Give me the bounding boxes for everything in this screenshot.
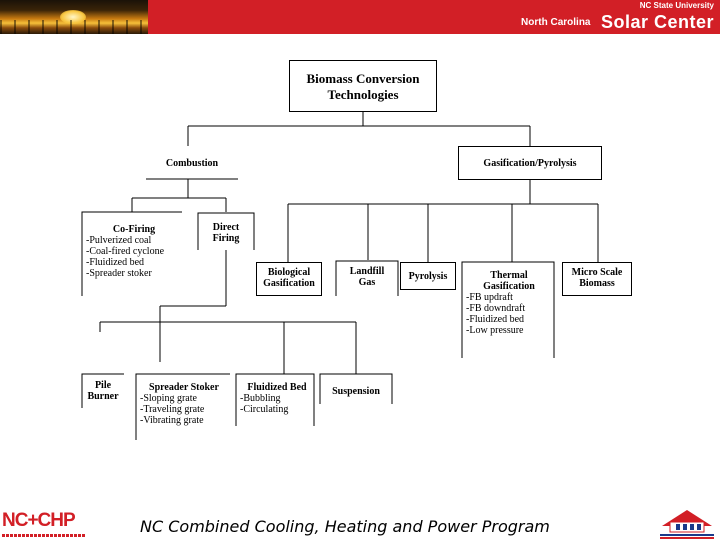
fluidized-bed-item: -Circulating — [240, 404, 314, 415]
landfill-gas-node: Landfill Gas — [336, 266, 398, 288]
combustion-label: Combustion — [146, 158, 238, 169]
root-node: Biomass Conversion Technologies — [289, 60, 437, 112]
pile-burner-node: Pile Burner — [84, 380, 122, 402]
co-firing-item: -Fluidized bed — [86, 257, 182, 268]
gasification-label: Gasification/Pyrolysis — [459, 158, 601, 169]
direct-firing-line-2: Firing — [198, 233, 254, 244]
co-firing-item: -Pulverized coal — [86, 235, 182, 246]
co-firing-item: -Coal-fired cyclone — [86, 246, 182, 257]
micro-scale-biomass-node: Micro Scale Biomass — [562, 262, 632, 296]
footer-caption: NC Combined Cooling, Heating and Power P… — [140, 517, 550, 536]
root-line-1: Biomass Conversion — [290, 71, 436, 87]
landfill-line-2: Gas — [336, 277, 398, 288]
pile-line-2: Burner — [84, 391, 122, 402]
biological-line-1: Biological — [257, 267, 321, 278]
thermal-line-1: Thermal — [466, 270, 552, 281]
suspension-label: Suspension — [320, 386, 392, 397]
co-firing-title: Co-Firing — [86, 224, 182, 235]
landfill-line-1: Landfill — [336, 266, 398, 277]
thermal-item: -FB downdraft — [466, 303, 552, 314]
thermal-item: -Fluidized bed — [466, 314, 552, 325]
co-firing-node: Co-Firing -Pulverized coal -Coal-fired c… — [86, 224, 182, 279]
micro-line-1: Micro Scale — [563, 267, 631, 278]
thermal-line-2: Gasification — [466, 281, 552, 292]
nc-chp-logo-text: NC+CHP — [2, 510, 75, 532]
fluidized-bed-title: Fluidized Bed — [240, 382, 314, 393]
pyrolysis-label: Pyrolysis — [401, 271, 455, 282]
spreader-stoker-item: -Vibrating grate — [140, 415, 228, 426]
biological-line-2: Gasification — [257, 278, 321, 289]
fluidized-bed-item: -Bubbling — [240, 393, 314, 404]
micro-line-2: Biomass — [563, 278, 631, 289]
thermal-gasification-node: Thermal Gasification -FB updraft -FB dow… — [466, 270, 552, 336]
spreader-stoker-node: Spreader Stoker -Sloping grate -Travelin… — [140, 382, 228, 426]
gasification-node: Gasification/Pyrolysis — [458, 146, 602, 180]
solar-house-icon — [656, 508, 718, 540]
direct-firing-line-1: Direct — [198, 222, 254, 233]
suspension-node: Suspension — [320, 386, 392, 397]
direct-firing-node: Direct Firing — [198, 222, 254, 244]
spreader-stoker-item: -Traveling grate — [140, 404, 228, 415]
thermal-item: -Low pressure — [466, 325, 552, 336]
fluidized-bed-node: Fluidized Bed -Bubbling -Circulating — [240, 382, 314, 415]
biological-gasification-node: Biological Gasification — [256, 262, 322, 296]
combustion-node: Combustion — [146, 158, 238, 169]
root-line-2: Technologies — [290, 87, 436, 103]
spreader-stoker-title: Spreader Stoker — [140, 382, 228, 393]
thermal-item: -FB updraft — [466, 292, 552, 303]
solar-center-logo — [656, 508, 718, 540]
pile-line-1: Pile — [84, 380, 122, 391]
spreader-stoker-item: -Sloping grate — [140, 393, 228, 404]
pyrolysis-node: Pyrolysis — [400, 262, 456, 290]
nc-chp-logo-subline — [2, 534, 86, 537]
nc-chp-logo: NC+CHP — [2, 510, 86, 540]
co-firing-item: -Spreader stoker — [86, 268, 182, 279]
